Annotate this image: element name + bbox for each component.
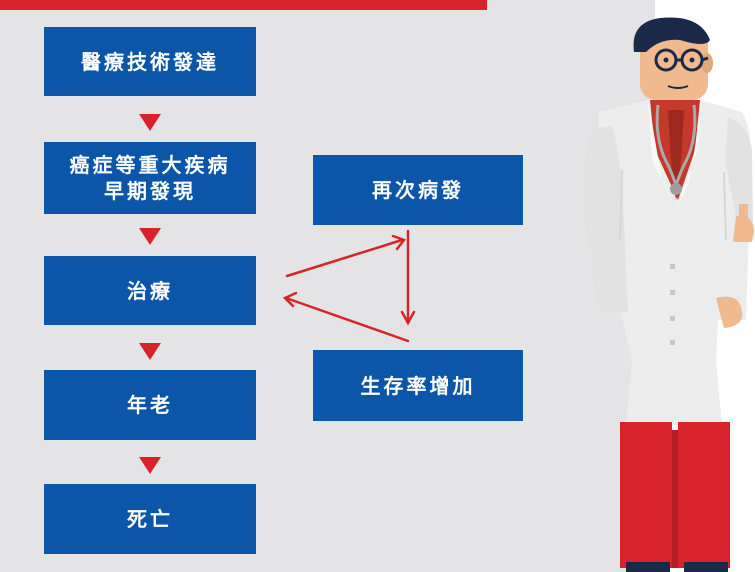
down-arrow-2 xyxy=(139,228,161,245)
box-death-label: 死亡 xyxy=(127,507,173,531)
box-medical-tech: 醫療技術發達 xyxy=(44,27,256,96)
down-arrow-1 xyxy=(139,114,161,131)
top-accent-bar xyxy=(0,0,487,10)
arrow-survival-to-treatment xyxy=(284,296,410,343)
box-old-age-label: 年老 xyxy=(127,393,173,417)
box-treatment-label: 治療 xyxy=(127,278,173,303)
down-arrow-3 xyxy=(139,343,161,360)
box-treatment: 治療 xyxy=(44,256,256,325)
box-death: 死亡 xyxy=(44,484,256,554)
box-recurrence: 再次病發 xyxy=(313,155,523,225)
box-medical-tech-label: 醫療技術發達 xyxy=(81,49,219,74)
box-early-detection-line2: 早期發現 xyxy=(104,179,196,203)
box-early-detection: 癌症等重大疾病 早期發現 xyxy=(44,142,256,214)
box-recurrence-label: 再次病發 xyxy=(372,178,464,202)
arrow-treatment-to-recurrence xyxy=(285,238,404,278)
box-survival: 生存率增加 xyxy=(313,350,523,421)
box-early-detection-line1: 癌症等重大疾病 xyxy=(69,153,231,177)
box-old-age: 年老 xyxy=(44,370,256,440)
down-arrow-4 xyxy=(139,457,161,474)
box-survival-label: 生存率增加 xyxy=(360,373,476,398)
